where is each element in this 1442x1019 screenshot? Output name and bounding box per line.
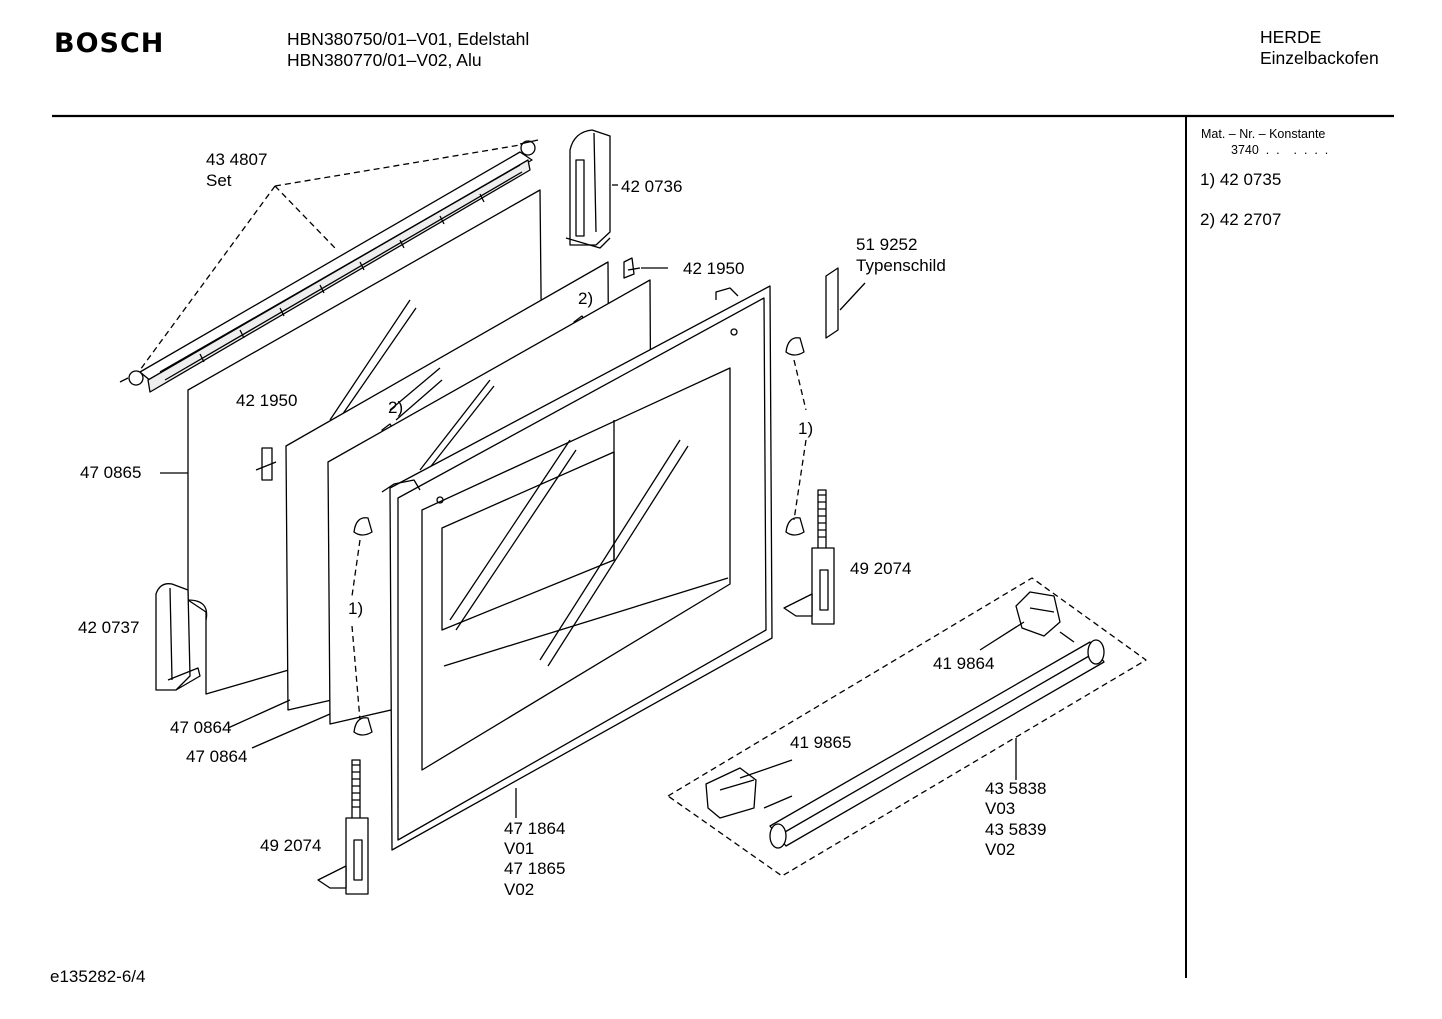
stop-cup-right-lower bbox=[785, 517, 805, 536]
end-cap-left-part bbox=[705, 767, 757, 819]
legend-heading: Mat. – Nr. – Konstante bbox=[1201, 127, 1326, 141]
label-434807-2: Set bbox=[206, 171, 232, 190]
legend-constant: 3740 . . . . . . bbox=[1231, 143, 1329, 157]
label-470865: 47 0865 bbox=[80, 463, 142, 482]
hinge-left-part bbox=[317, 759, 369, 895]
label-435838-2: V03 bbox=[985, 799, 1016, 818]
label-492074-right: 49 2074 bbox=[850, 559, 912, 578]
drawing-code: e135282-6/4 bbox=[50, 967, 146, 986]
category-line-2: Einzelbackofen bbox=[1260, 48, 1379, 68]
hinge-right-part bbox=[783, 489, 835, 625]
label-421950-mid: 42 1950 bbox=[236, 391, 298, 410]
stop-cup-right-upper bbox=[785, 337, 805, 356]
front-door-panel bbox=[381, 285, 773, 851]
rating-plate-part bbox=[825, 267, 839, 339]
end-cap-right-part bbox=[1015, 591, 1061, 637]
label-471864-4: V02 bbox=[504, 880, 535, 899]
clip-middle-part bbox=[255, 447, 277, 481]
top-rail-part bbox=[119, 139, 539, 393]
callout-1-left: 1) bbox=[348, 599, 364, 618]
label-419865: 41 9865 bbox=[790, 733, 852, 752]
bracket-bottom-part bbox=[155, 583, 201, 691]
label-420736: 42 0736 bbox=[621, 177, 683, 196]
callout-1-right: 1) bbox=[798, 419, 814, 438]
stop-cup-left-upper bbox=[353, 517, 373, 536]
callout-2-lower: 2) bbox=[388, 398, 404, 417]
model-line-1: HBN380750/01–V01, Edelstahl bbox=[287, 29, 530, 49]
label-492074-left: 49 2074 bbox=[260, 836, 322, 855]
brand-logo: BOSCH bbox=[54, 28, 165, 59]
label-470864-2: 47 0864 bbox=[186, 747, 248, 766]
label-435838-3: 43 5839 bbox=[985, 820, 1047, 839]
label-519252-2: Typenschild bbox=[856, 256, 946, 275]
label-470864-1: 47 0864 bbox=[170, 718, 232, 737]
callout-2-upper: 2) bbox=[578, 289, 594, 308]
label-419864: 41 9864 bbox=[933, 654, 995, 673]
category-line-1: HERDE bbox=[1260, 27, 1322, 47]
stop-cup-left-lower bbox=[353, 717, 373, 736]
label-435838-1: 43 5838 bbox=[985, 779, 1047, 798]
label-435838-4: V02 bbox=[985, 840, 1016, 859]
model-line-2: HBN380770/01–V02, Alu bbox=[287, 50, 482, 70]
door-handle-part bbox=[763, 631, 1105, 849]
label-434807-1: 43 4807 bbox=[206, 150, 268, 169]
label-421950-top: 42 1950 bbox=[683, 259, 745, 278]
label-420737: 42 0737 bbox=[78, 618, 140, 637]
label-471864-1: 47 1864 bbox=[504, 819, 566, 838]
clip-top-part bbox=[623, 257, 641, 279]
label-471864-2: V01 bbox=[504, 839, 535, 858]
legend-note-2: 2) 42 2707 bbox=[1200, 210, 1282, 229]
legend-note-1: 1) 42 0735 bbox=[1200, 170, 1282, 189]
bracket-top-part bbox=[565, 129, 611, 249]
label-471864-3: 47 1865 bbox=[504, 859, 566, 878]
label-519252-1: 51 9252 bbox=[856, 235, 918, 254]
